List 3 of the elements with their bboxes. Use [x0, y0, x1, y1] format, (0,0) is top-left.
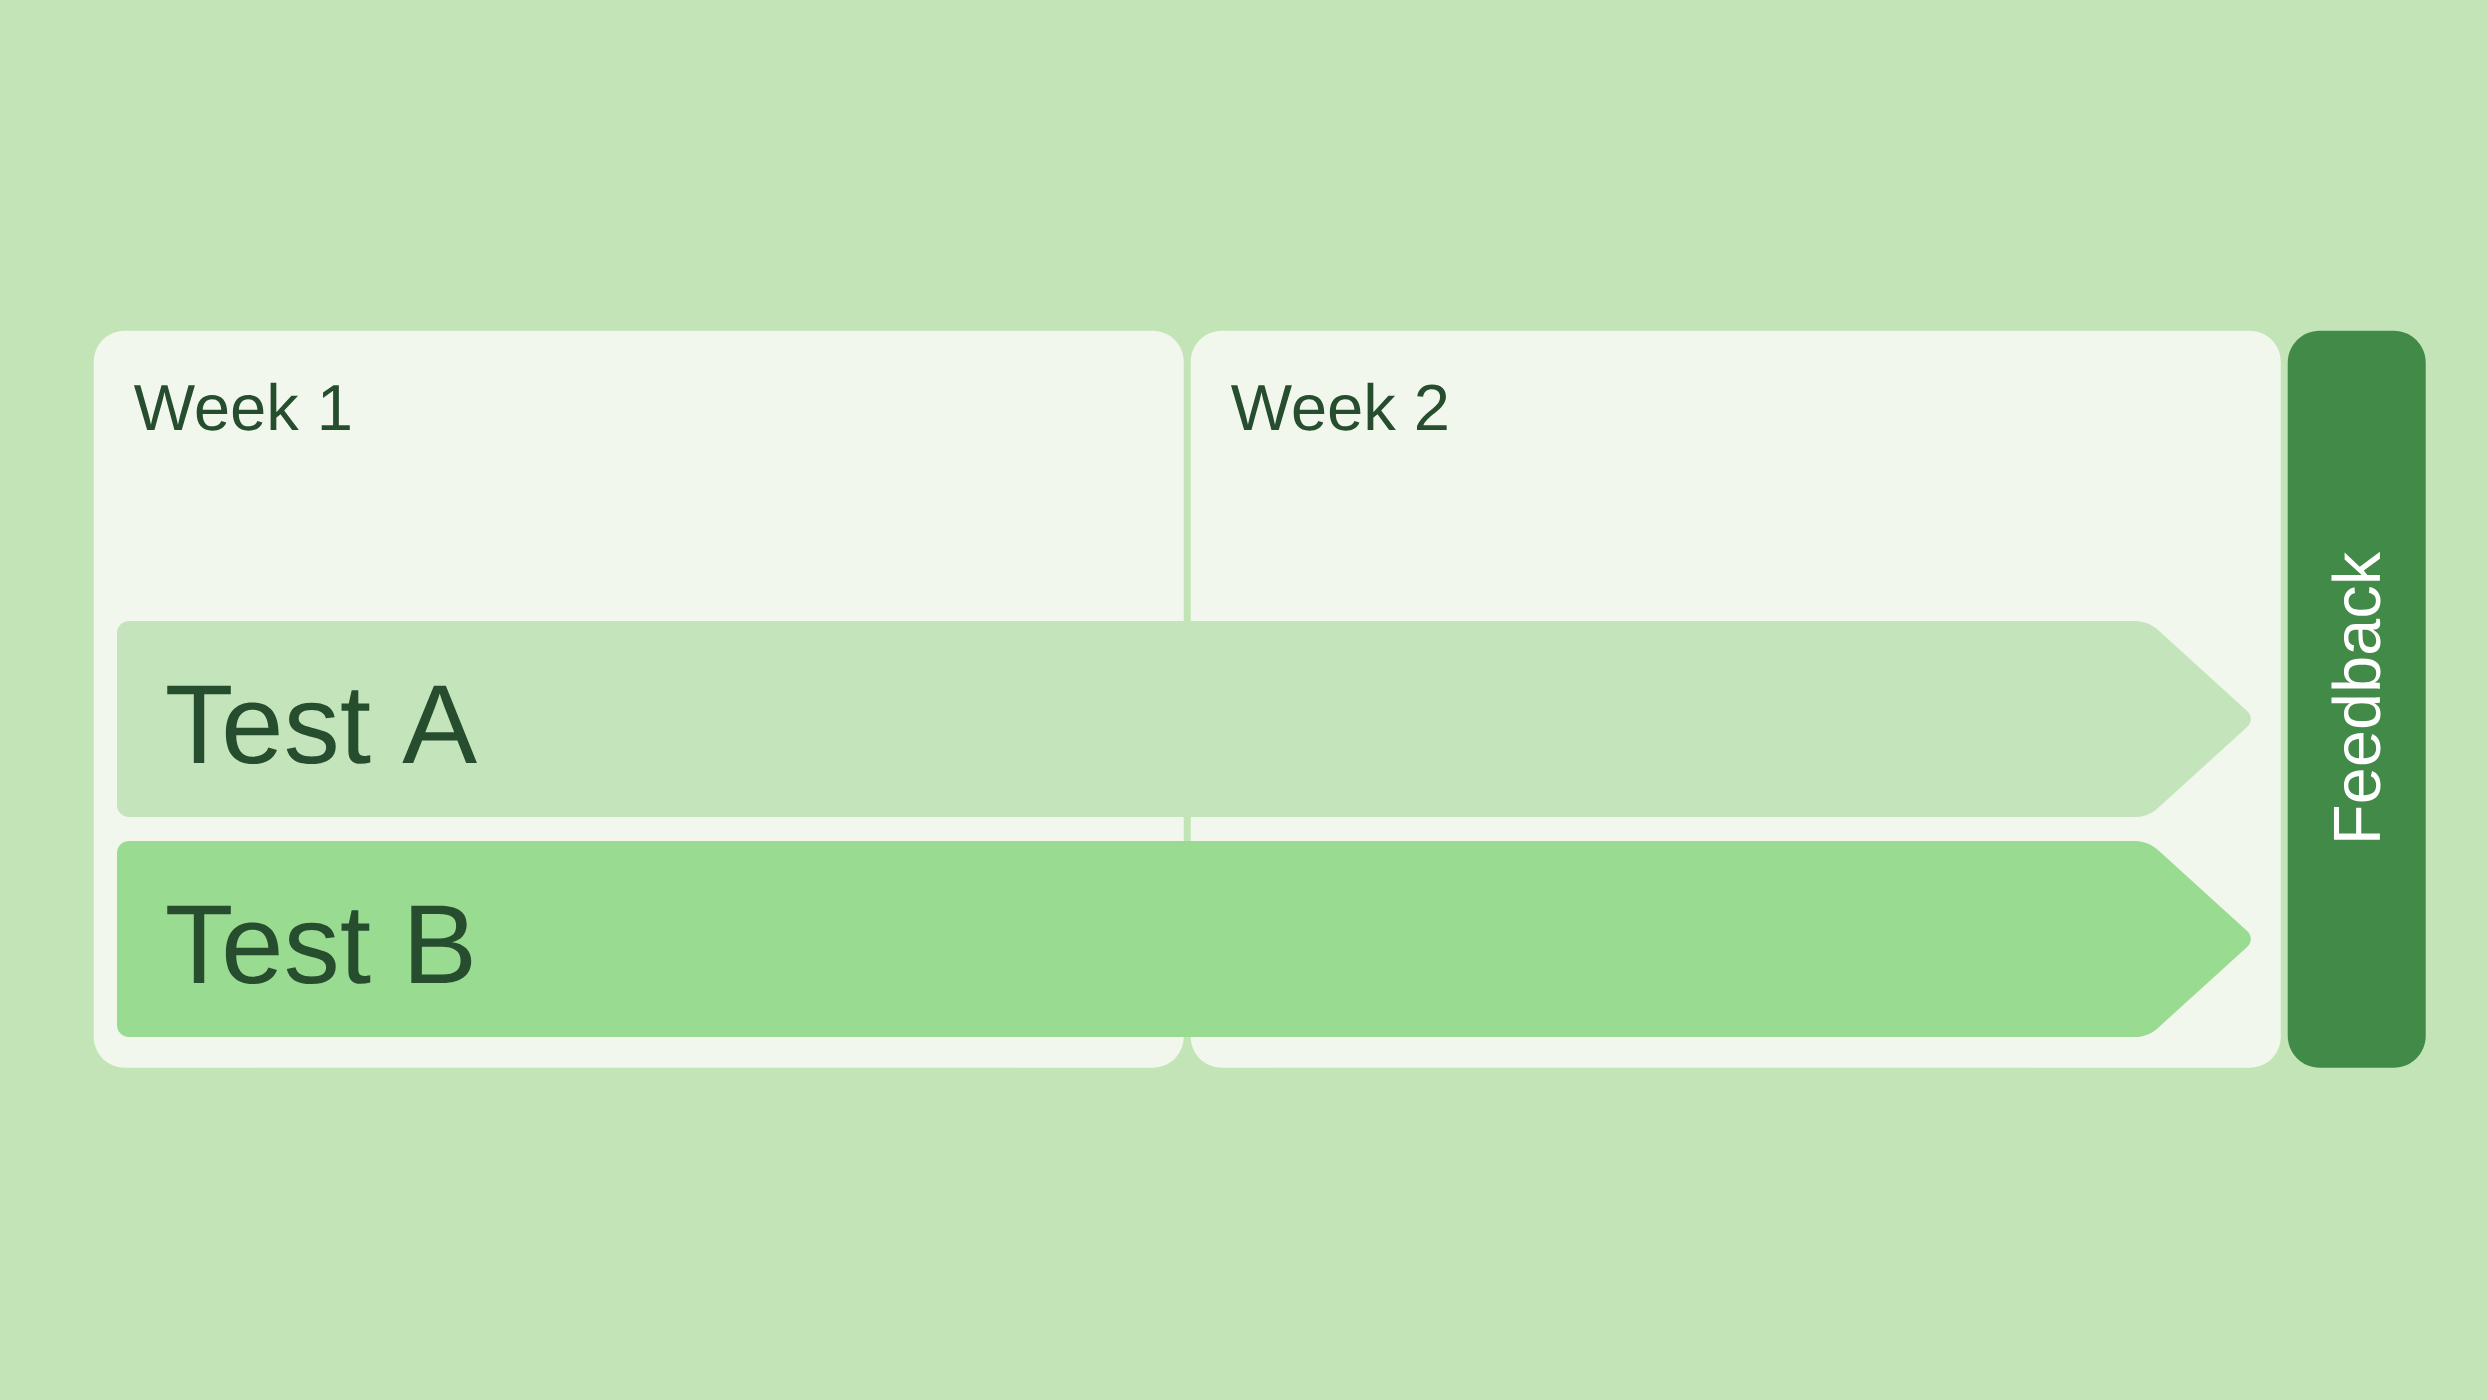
arrow-bar: Test B: [117, 841, 2251, 1037]
vertical-bar: Feedback: [2287, 330, 2426, 1068]
arrow-bar: Test A: [117, 621, 2251, 817]
